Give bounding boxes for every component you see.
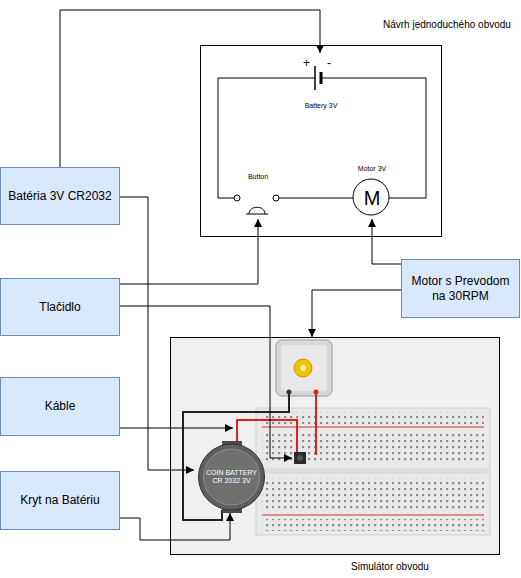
part-box: Batéria 3V CR2032 [0, 167, 120, 225]
panel-heading: Návrh jednoduchého obvodu [383, 19, 511, 31]
part-box: Káble [0, 377, 120, 436]
connector-arrow [60, 10, 320, 167]
polarity-minus: - [327, 56, 331, 70]
push-button [294, 452, 306, 464]
terminal-strip [262, 432, 484, 464]
polarity-plus: + [303, 56, 310, 70]
breadboard [256, 408, 490, 535]
design-panel: Návrh jednoduchého obvodu+-Battery 3VBut… [200, 45, 442, 237]
battery-print: COIN BATTERY CR 2032 3V [202, 469, 261, 485]
part-label: Motor 3V [346, 165, 398, 173]
box-label: Kryt na Batériu [20, 493, 99, 507]
center-channel [256, 468, 490, 474]
panel-caption: Simulátor obvodu [351, 561, 429, 573]
power-rail [262, 519, 484, 531]
box-label: Batéria 3V CR2032 [8, 189, 111, 203]
connector-arrow [120, 197, 194, 470]
connector-arrow [120, 513, 230, 540]
part-box: Motor s Prevodom na 30RPM [401, 259, 520, 318]
battery-symbol: + - Battery 3V [297, 53, 345, 113]
coin-battery: COIN BATTERY CR 2032 3V [194, 441, 269, 513]
box-label: Motor s Prevodom na 30RPM [405, 274, 516, 303]
simulator-ground [170, 337, 500, 555]
holder-ring [199, 444, 265, 510]
button-terminal [234, 195, 240, 201]
part-box: Kryt na Batériu [0, 471, 120, 530]
connector-arrow [120, 219, 258, 284]
box-label: Káble [45, 399, 76, 413]
button-cap [246, 207, 268, 214]
box-label: Tlačidlo [39, 300, 80, 314]
power-rail [262, 412, 484, 424]
button-terminal [273, 195, 279, 201]
motor-shaft [300, 365, 306, 371]
coin-cell [204, 449, 260, 505]
motor-terminal [314, 390, 319, 395]
rail-line [262, 515, 484, 516]
battery-plate [320, 72, 323, 84]
motor-letter: M [346, 188, 398, 208]
black-wire [183, 394, 289, 520]
part-box: Tlačidlo [0, 278, 120, 336]
motor-face [281, 345, 327, 391]
push-button-cap [297, 455, 303, 461]
motor-terminal [287, 390, 292, 395]
leader-arrow [120, 306, 292, 458]
rail-line [262, 427, 484, 428]
motor-gear [294, 359, 312, 377]
coin-battery-shape [194, 441, 269, 513]
motor-body [276, 340, 332, 396]
leader-arrow [312, 290, 401, 337]
connector-arrow [372, 219, 401, 264]
part-label: Button [229, 173, 287, 181]
terminal-strip [262, 478, 484, 510]
leader-arrow [120, 428, 233, 429]
battery-plate [314, 66, 316, 90]
simulator-panel: Simulátor obvoduCOIN BATTERY CR 2032 3V [170, 337, 500, 555]
connectors [60, 10, 401, 540]
motor-symbol: Motor 3V M [346, 161, 398, 219]
part-label: Battery 3V [297, 102, 345, 110]
red-wire [315, 394, 317, 455]
schematic-wire [218, 78, 426, 198]
button-symbol: Button [229, 171, 287, 219]
